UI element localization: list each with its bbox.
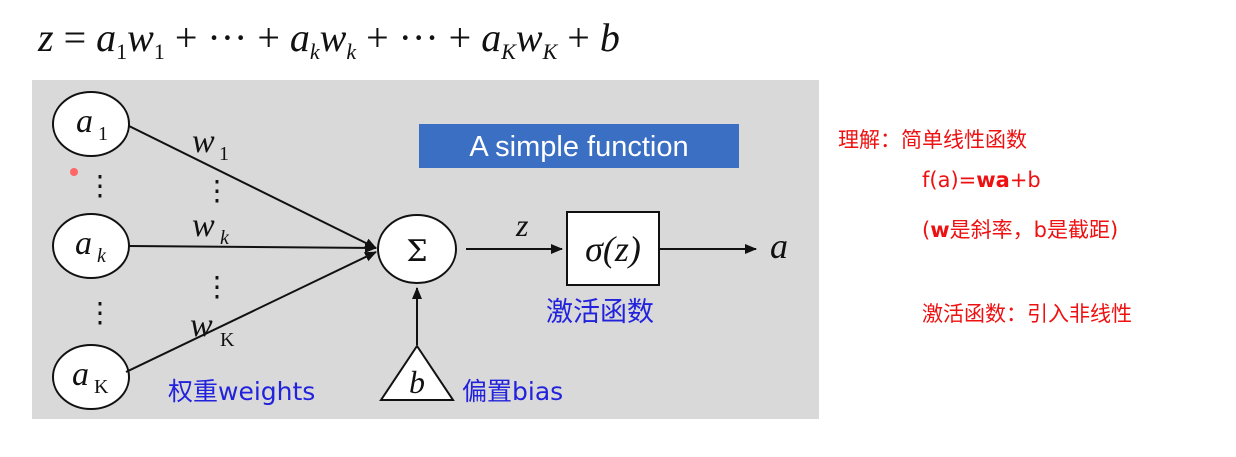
weight-label-k: w — [192, 207, 215, 244]
formula-ak: a — [289, 15, 310, 60]
formula-w1: w — [127, 15, 154, 60]
activation-box — [566, 211, 660, 286]
formula-wK-sub: K — [542, 39, 558, 64]
weights-caption: 权重weights — [168, 377, 315, 406]
formula-plus: + — [567, 15, 590, 60]
weight-sub-1: 1 — [219, 143, 229, 165]
output-label: a — [770, 226, 788, 266]
formula-ellipsis-2: + ··· + — [366, 15, 472, 60]
activation-label: σ(z) — [585, 229, 641, 269]
input-node-K: a K — [52, 344, 130, 410]
formula-z: z — [38, 15, 54, 60]
input-sub-1: 1 — [98, 123, 108, 145]
activation-caption: 激活函数 — [546, 297, 654, 328]
input-label-1: a — [76, 103, 93, 140]
weight-sub-k: k — [220, 227, 230, 249]
z-label: z — [515, 207, 529, 243]
formula-a1-sub: 1 — [116, 39, 128, 64]
weight-dots-upper: ⋮ — [203, 174, 231, 207]
formula-aK-sub: K — [501, 39, 516, 64]
input-sub-K: K — [94, 376, 109, 398]
bias-caption: 偏置bias — [462, 377, 563, 406]
input-node-1: a 1 — [52, 91, 130, 157]
weight-edge-k — [128, 242, 377, 253]
input-dots-lower: ⋮ — [86, 296, 114, 329]
formula-aK: a — [481, 15, 502, 60]
weight-sub-K: K — [220, 329, 235, 351]
title-box — [419, 124, 739, 168]
formula-wK: w — [515, 15, 543, 60]
summation-node: Σ — [377, 214, 457, 284]
bias-symbol: b — [409, 364, 425, 400]
formula-ellipsis-1: + ··· + — [174, 15, 280, 60]
bias-node — [379, 344, 455, 401]
formula-b: b — [599, 15, 620, 60]
input-label-K: a — [72, 356, 89, 393]
formula-a1: a — [96, 15, 117, 60]
formula-ak-sub: k — [309, 39, 320, 64]
weight-edge-K — [125, 251, 377, 373]
input-dots-upper: ⋮ — [86, 169, 114, 202]
formula-wk-sub: k — [346, 39, 357, 64]
weight-edge-1 — [128, 125, 377, 249]
input-node-k: a k — [52, 213, 130, 279]
formula-equals: = — [63, 15, 87, 60]
summation-symbol: Σ — [406, 234, 427, 269]
formula-w1-sub: 1 — [153, 39, 165, 64]
linear-combination-formula: z = a1w1 + ··· + akwk + ··· + aKwK + b — [38, 14, 620, 65]
weight-dots-lower: ⋮ — [203, 270, 231, 303]
weight-label-1: w — [192, 123, 215, 160]
title-label: A simple function — [469, 131, 688, 163]
weight-label-K: w — [190, 307, 213, 344]
red-pointer-dot — [70, 168, 78, 176]
formula-wk: w — [319, 15, 347, 60]
input-label-k: a — [75, 225, 92, 262]
input-sub-k: k — [97, 245, 107, 267]
